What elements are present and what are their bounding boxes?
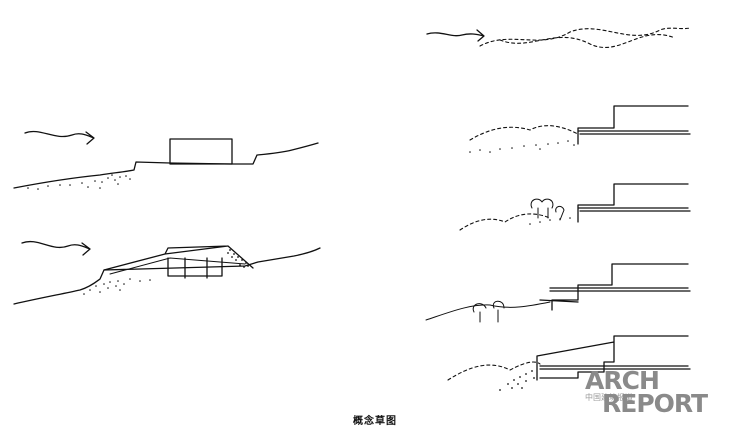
building-outline (577, 183, 691, 223)
wind-arrow (21, 241, 91, 256)
sketch-left-original-terrain (13, 130, 319, 190)
archreport-watermark: ARCH 中国建筑报道 REPORT (585, 368, 745, 418)
roof-underside (109, 257, 246, 275)
ground-stipple (469, 140, 575, 153)
dune-dashes (469, 125, 579, 141)
sketch-right-step-2 (459, 183, 691, 231)
box-building (169, 138, 233, 165)
dune-dashes (447, 361, 541, 381)
roof-slope (103, 245, 254, 271)
tree-cluster (472, 300, 505, 323)
sketch-right-step-3 (425, 263, 691, 323)
watermark-line2: REPORT (602, 389, 708, 418)
ground-stipple (83, 278, 151, 295)
building-outline (536, 335, 691, 381)
sketch-right-step-4 (447, 335, 691, 391)
slope-stipple (499, 370, 535, 391)
terrain-line (13, 247, 321, 305)
watermark-line1: ARCH (585, 366, 660, 395)
sketch-right-wind-waves (426, 27, 691, 49)
wave-dashes-b (499, 33, 676, 49)
watermark-subtitle: 中国建筑报道 (585, 393, 633, 402)
wind-arrow (24, 130, 95, 145)
sketch-right-step-1 (469, 105, 691, 153)
building-posts (167, 257, 223, 279)
slope-line (425, 301, 551, 321)
terrain-line (13, 142, 319, 189)
building-outline (539, 263, 691, 311)
ground-stipple (27, 174, 131, 190)
tree-cluster (530, 198, 565, 221)
building-outline (577, 105, 691, 145)
dune-dashes (459, 213, 551, 231)
figure-caption: 概念草图 (353, 416, 397, 427)
wind-arrow (426, 29, 485, 42)
ground-stipple (529, 217, 571, 225)
wave-dashes-a (479, 27, 691, 47)
roof-planting-stipple (227, 249, 249, 268)
sketch-left-embedded-building (13, 241, 321, 305)
